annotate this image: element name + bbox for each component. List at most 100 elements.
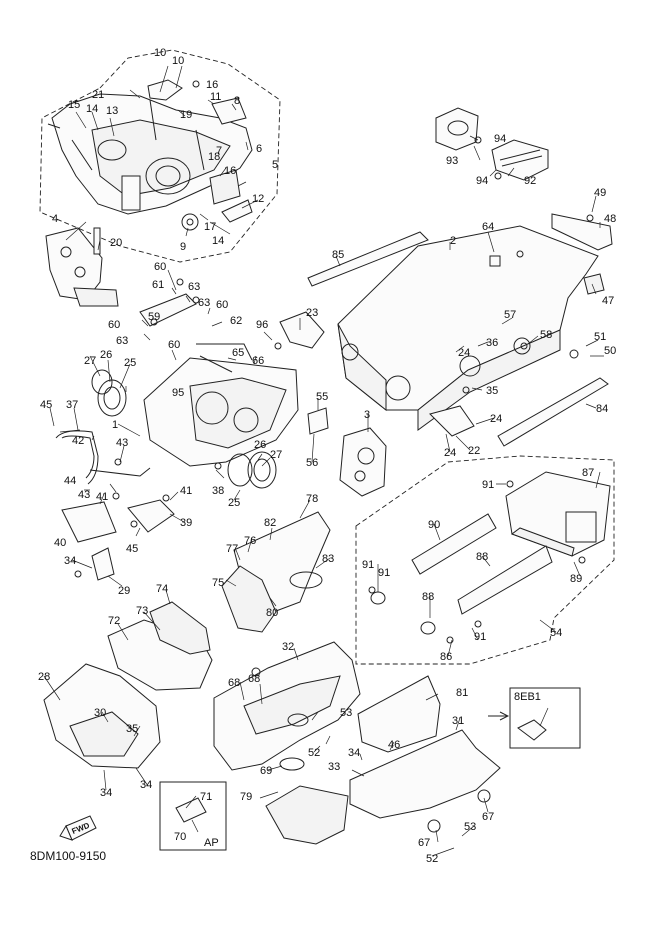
callout: 93: [446, 155, 458, 167]
callout: 42: [72, 435, 84, 447]
callout: 63: [116, 335, 128, 347]
subassembly-rear-dashed-box: [355, 455, 615, 665]
upper-frame-assembly: [47, 79, 253, 231]
callout: 50: [604, 345, 616, 357]
callout: 86: [440, 651, 452, 663]
callout: 26: [254, 439, 266, 451]
grip-93: [435, 107, 479, 151]
callout: 23: [306, 307, 318, 319]
callout: 32: [282, 641, 294, 653]
front-bracket-left: [45, 227, 119, 307]
trim-strip-84: [497, 377, 609, 447]
callout: 24: [490, 413, 502, 425]
callout: 80: [266, 607, 278, 619]
callout: 12: [252, 193, 264, 205]
callout: 85: [332, 249, 344, 261]
bracket-22: [429, 405, 475, 437]
callout: 16: [206, 79, 218, 91]
callout: 34: [100, 787, 112, 799]
callout: 53: [340, 707, 352, 719]
panel-81: [357, 675, 441, 753]
callout: 94: [476, 175, 488, 187]
fasteners: [74, 80, 586, 677]
callout: 91: [378, 567, 390, 579]
callout: 18: [208, 151, 220, 163]
callout: 53: [464, 821, 476, 833]
callout: 28: [38, 671, 50, 683]
callout: 64: [482, 221, 494, 233]
callout: 22: [468, 445, 480, 457]
callout: 56: [306, 457, 318, 469]
callout: 5: [272, 159, 278, 171]
callout: 34: [348, 747, 360, 759]
callout: 59: [148, 311, 160, 323]
callout: 45: [126, 543, 138, 555]
ap-label: AP: [204, 837, 219, 849]
rear-rack-87: [505, 471, 611, 557]
ap-box: [159, 781, 227, 851]
callout: 52: [426, 853, 438, 865]
callout: 21: [92, 89, 104, 101]
callout: 54: [550, 627, 562, 639]
callout: 43: [116, 437, 128, 449]
callout: 4: [52, 213, 58, 225]
callout: 25: [228, 497, 240, 509]
callout: 91: [474, 631, 486, 643]
callout: 67: [482, 811, 494, 823]
lower-cowl-72-73: [107, 601, 213, 691]
side-cowl-28: [43, 663, 161, 769]
callout: 35: [126, 723, 138, 735]
callout: 34: [140, 779, 152, 791]
callout: 89: [570, 573, 582, 585]
callout: 20: [110, 237, 122, 249]
callout: 38: [212, 485, 224, 497]
callout: 95: [172, 387, 184, 399]
callout: 9: [180, 241, 186, 253]
callout: 33: [328, 761, 340, 773]
callout: 41: [96, 491, 108, 503]
callout: 49: [594, 187, 606, 199]
callout: 43: [78, 489, 90, 501]
callout: 10: [172, 55, 184, 67]
callout: 39: [180, 517, 192, 529]
callout: 91: [482, 479, 494, 491]
callout: 60: [154, 261, 166, 273]
callout: 60: [168, 339, 180, 351]
callout: 19: [180, 109, 192, 121]
callout: 37: [66, 399, 78, 411]
callout: 83: [322, 553, 334, 565]
callout: 30: [94, 707, 106, 719]
callout: 16: [224, 165, 236, 177]
callout: 76: [244, 535, 256, 547]
callout: 52: [308, 747, 320, 759]
plate-55: [307, 407, 329, 435]
floor-panel-32: [213, 641, 361, 771]
damper-88-upper: [370, 591, 386, 605]
bracket-23: [279, 311, 325, 349]
callout: 11: [210, 91, 221, 103]
callout: 14: [86, 103, 98, 115]
duct-25-left: [91, 369, 127, 417]
side-panel-31: [265, 729, 501, 845]
main-chassis-tunnel: [337, 225, 599, 431]
callout: 7: [216, 145, 222, 157]
duct-25-right: [227, 451, 277, 489]
part-54: [517, 719, 547, 741]
callout: 65: [232, 347, 244, 359]
callout: 55: [316, 391, 328, 403]
callout: 63: [198, 297, 210, 309]
callout: 82: [264, 517, 276, 529]
callout: 84: [596, 403, 608, 415]
callout: 70: [174, 831, 186, 843]
callout: 27: [84, 355, 96, 367]
callout: 44: [64, 475, 76, 487]
callout: 13: [106, 105, 118, 117]
callout: 45: [40, 399, 52, 411]
callout: 88: [476, 551, 488, 563]
callout: 87: [582, 467, 594, 479]
drawing-code: 8DM100-9150: [30, 849, 106, 863]
callout: 3: [364, 409, 370, 421]
front-bumper: [55, 430, 151, 485]
callout: 8: [234, 95, 240, 107]
